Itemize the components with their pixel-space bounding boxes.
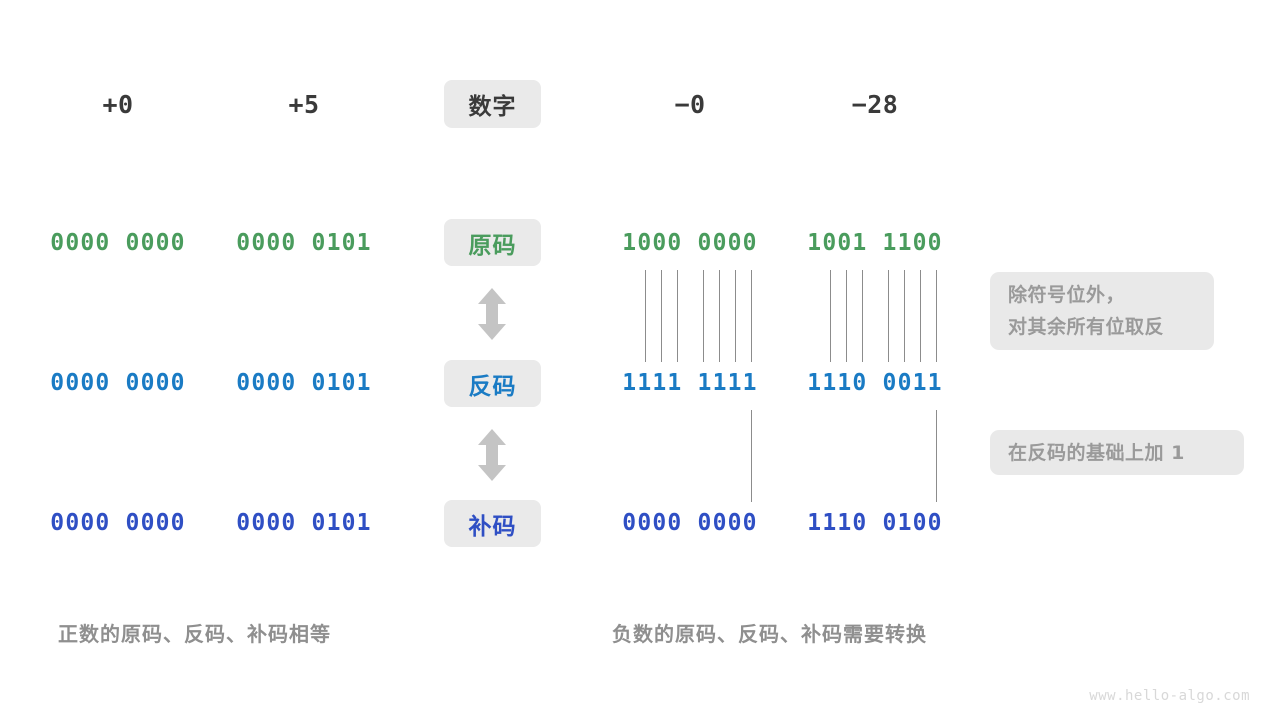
header-value-minus-twentyeight: −28 (851, 89, 899, 119)
bits-ones-complement-minus-twentyeight: 1110 0011 (807, 370, 943, 396)
tick-line (703, 270, 704, 362)
bits-ones-complement-plus-zero: 0000 0000 (50, 370, 186, 396)
tick-line (920, 270, 921, 362)
caption-positive-numbers: 正数的原码、反码、补码相等 (58, 622, 331, 646)
header-value-plus-zero: +0 (102, 89, 134, 119)
tick-line (862, 270, 863, 362)
bits-twos-complement-minus-twentyeight: 1110 0100 (807, 510, 943, 536)
bits-ones-complement-plus-five: 0000 0101 (236, 370, 372, 396)
tick-line (936, 410, 937, 502)
row-label-chip-twos-complement: 补码 (444, 500, 541, 547)
note-invert-line1: 除符号位外， (1008, 284, 1126, 306)
tick-line (719, 270, 720, 362)
tick-line (735, 270, 736, 362)
tick-line (904, 270, 905, 362)
row-header-chip-number: 数字 (444, 80, 541, 128)
caption-negative-numbers: 负数的原码、反码、补码需要转换 (612, 622, 927, 646)
arrow-updown-icon-sign-to-ones (475, 288, 509, 340)
tick-line (661, 270, 662, 362)
tick-line (751, 270, 752, 362)
bits-ones-complement-minus-zero: 1111 1111 (622, 370, 758, 396)
tick-line (751, 410, 752, 502)
bits-sign-magnitude-minus-twentyeight: 1001 1100 (807, 230, 943, 256)
note-add-one-line1: 在反码的基础上加 1 (1008, 441, 1185, 464)
note-invert-line2: 对其余所有位取反 (1008, 316, 1165, 338)
header-value-minus-zero: −0 (674, 89, 706, 119)
tick-line (645, 270, 646, 362)
note-invert-bits: 除符号位外， 对其余所有位取反 (990, 272, 1214, 350)
bits-twos-complement-plus-zero: 0000 0000 (50, 510, 186, 536)
row-label-chip-ones-complement: 反码 (444, 360, 541, 407)
bits-sign-magnitude-plus-five: 0000 0101 (236, 230, 372, 256)
bits-twos-complement-plus-five: 0000 0101 (236, 510, 372, 536)
header-value-plus-five: +5 (288, 89, 320, 119)
row-label-chip-sign-magnitude: 原码 (444, 219, 541, 266)
tick-line (936, 270, 937, 362)
note-add-one: 在反码的基础上加 1 (990, 430, 1244, 475)
tick-line (830, 270, 831, 362)
bits-twos-complement-minus-zero: 0000 0000 (622, 510, 758, 536)
tick-line (677, 270, 678, 362)
tick-line (846, 270, 847, 362)
watermark: www.hello-algo.com (1089, 688, 1250, 704)
tick-line (888, 270, 889, 362)
bits-sign-magnitude-plus-zero: 0000 0000 (50, 230, 186, 256)
arrow-updown-icon-ones-to-twos (475, 429, 509, 481)
bits-sign-magnitude-minus-zero: 1000 0000 (622, 230, 758, 256)
